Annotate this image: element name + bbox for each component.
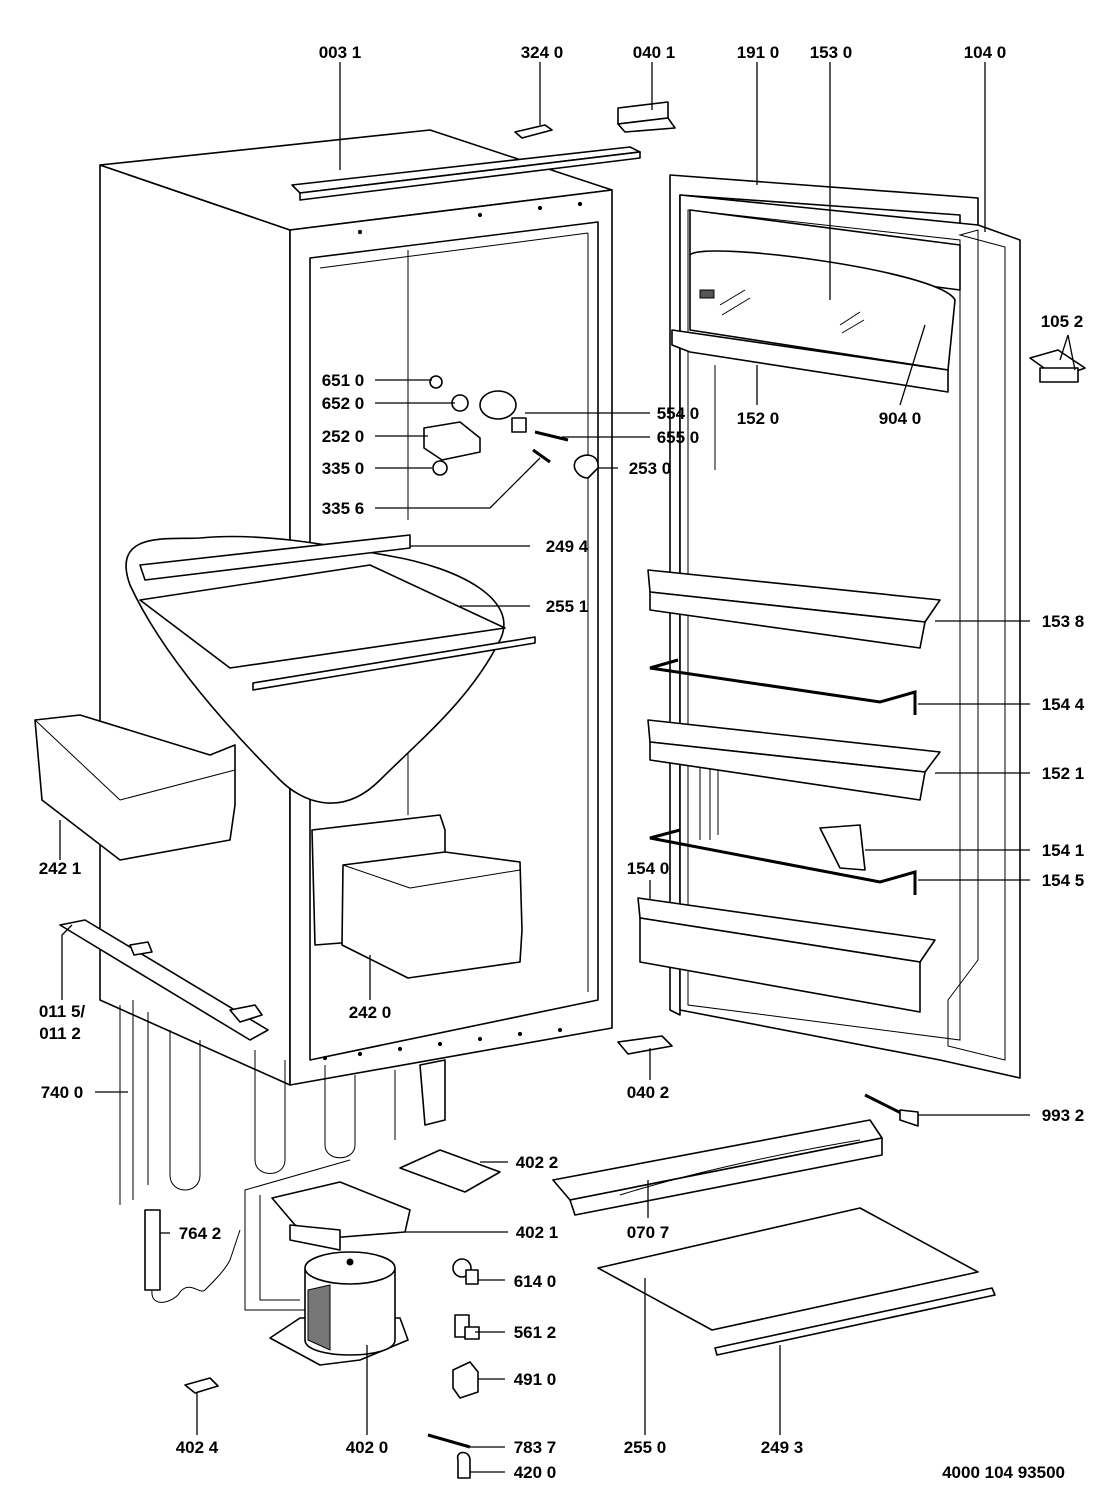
part-label-324-0: 324 0 (521, 43, 564, 62)
part-label-242-1: 242 1 (39, 859, 82, 878)
part-label-402-2: 402 2 (516, 1153, 559, 1172)
part-label-249-4: 249 4 (546, 537, 589, 556)
cover-strip-070-drawing (552, 1119, 883, 1216)
base-bar-drawing (59, 919, 269, 1041)
part-label-104-0: 104 0 (964, 43, 1007, 62)
part-label-335-0: 335 0 (322, 459, 365, 478)
part-label-491-0: 491 0 (514, 1370, 557, 1389)
crisper-left-drawing (34, 714, 236, 861)
part-label-561-2: 561 2 (514, 1323, 557, 1342)
clip-402-4-drawing (184, 1377, 219, 1394)
part-label-614-0: 614 0 (514, 1272, 557, 1291)
part-label-011-5: 011 5/ (39, 1002, 86, 1021)
part-label-420-0: 420 0 (514, 1463, 557, 1482)
part-label-011-2: 011 2 (39, 1024, 81, 1043)
part-label-652-0: 652 0 (322, 394, 365, 413)
part-label-252-0: 252 0 (322, 427, 365, 446)
cable-783-drawing (427, 1433, 471, 1449)
part-label-153-0: 153 0 (810, 43, 853, 62)
part-label-993-2: 993 2 (1042, 1106, 1085, 1125)
part-label-242-0: 242 0 (349, 1003, 392, 1022)
part-label-154-5: 154 5 (1042, 871, 1085, 890)
part-label-904-0: 904 0 (879, 409, 922, 428)
cover-491-drawing (452, 1361, 479, 1399)
part-label-255-1: 255 1 (546, 597, 589, 616)
door-rail-lower-drawing (649, 828, 917, 895)
part-label-003-1: 003 1 (319, 43, 362, 62)
relay-614-drawing (452, 1258, 479, 1285)
condenser-drawing (119, 1000, 446, 1205)
part-label-040-1: 040 1 (633, 43, 676, 62)
part-label-249-3: 249 3 (761, 1438, 804, 1457)
part-label-402-0: 402 0 (346, 1438, 389, 1457)
part-label-154-1: 154 1 (1042, 841, 1085, 860)
leader-lines (59, 62, 1076, 1473)
glass-shelf-upper-drawing (139, 534, 536, 691)
dairy-compartment-drawing (671, 209, 961, 393)
sensor-993-drawing (864, 1093, 919, 1127)
document-number: 4000 104 93500 (942, 1463, 1065, 1482)
part-label-152-0: 152 0 (737, 409, 780, 428)
crisper-right-drawing (341, 851, 523, 979)
part-label-402-1: 402 1 (516, 1223, 559, 1242)
part-label-335-6: 335 6 (322, 499, 365, 518)
clip-324-drawing (514, 124, 553, 139)
part-label-764-2: 764 2 (179, 1224, 222, 1243)
glass-shelf-lower-drawing (597, 1207, 996, 1356)
door-shelf-middle-drawing (647, 719, 941, 801)
part-label-152-1: 152 1 (1042, 764, 1085, 783)
part-label-040-2: 040 2 (627, 1083, 670, 1102)
hinge-top-drawing (617, 101, 676, 133)
part-label-105-2: 105 2 (1041, 312, 1084, 331)
part-label-070-7: 070 7 (627, 1223, 670, 1242)
top-rail-drawing (291, 146, 641, 201)
door-shelf-upper-drawing (647, 569, 941, 649)
egg-holder-drawing (819, 824, 866, 871)
part-label-154-4: 154 4 (1042, 695, 1085, 714)
overload-561-drawing (454, 1314, 480, 1340)
part-label-255-0: 255 0 (624, 1438, 667, 1457)
filter-drier-drawing (144, 1209, 241, 1303)
drain-tray-402-2-drawing (399, 1149, 501, 1193)
part-label-554-0: 554 0 (657, 404, 700, 423)
part-label-655-0: 655 0 (657, 428, 700, 447)
door-hinge-drawing (1029, 349, 1086, 383)
compressor-bracket-drawing (271, 1181, 411, 1251)
part-label-783-7: 783 7 (514, 1438, 557, 1457)
part-label-191-0: 191 0 (737, 43, 780, 62)
part-label-253-0: 253 0 (629, 459, 672, 478)
part-labels: 003 1 324 0 040 1 191 0 153 0 104 0 105 … (39, 43, 1085, 1482)
part-label-402-4: 402 4 (176, 1438, 219, 1457)
thermostat-cluster-drawing (423, 375, 599, 479)
part-label-153-8: 153 8 (1042, 612, 1085, 631)
compressor-drawing (244, 1159, 409, 1366)
part-label-651-0: 651 0 (322, 371, 365, 390)
part-label-740-0: 740 0 (41, 1083, 84, 1102)
door-shelf-lower-drawing (637, 897, 936, 1013)
part-label-154-0: 154 0 (627, 859, 670, 878)
hinge-bottom-drawing (617, 1035, 673, 1055)
door-rail-upper-drawing (649, 658, 917, 715)
capacitor-420-drawing (456, 1451, 471, 1479)
